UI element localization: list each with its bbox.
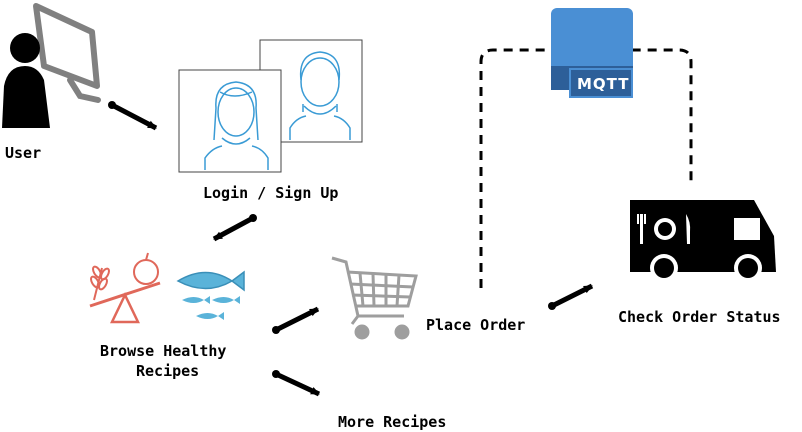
user-computer-icon	[2, 3, 101, 128]
user-label: User	[5, 144, 41, 162]
healthy-food-icon	[89, 252, 245, 324]
shopping-cart-icon	[331, 256, 418, 340]
arrow-browse-to-order	[274, 306, 320, 333]
mqtt-label: MQTT	[577, 75, 630, 93]
login-label: Login / Sign Up	[203, 184, 338, 202]
check-status-label: Check Order Status	[618, 308, 781, 326]
profiles-icon	[178, 39, 363, 173]
mqtt-broker-icon: MQTT	[551, 8, 633, 98]
browse-label-line2: Recipes	[136, 362, 199, 380]
arrow-login-to-browse	[212, 215, 255, 242]
arrow-user-to-login	[110, 102, 158, 131]
arrow-order-to-status	[550, 283, 594, 309]
more-recipes-label: More Recipes	[338, 413, 446, 431]
food-truck-icon	[630, 200, 776, 282]
arrow-browse-to-more	[274, 371, 321, 397]
browse-label-line1: Browse Healthy	[100, 342, 226, 360]
place-order-label: Place Order	[426, 316, 525, 334]
